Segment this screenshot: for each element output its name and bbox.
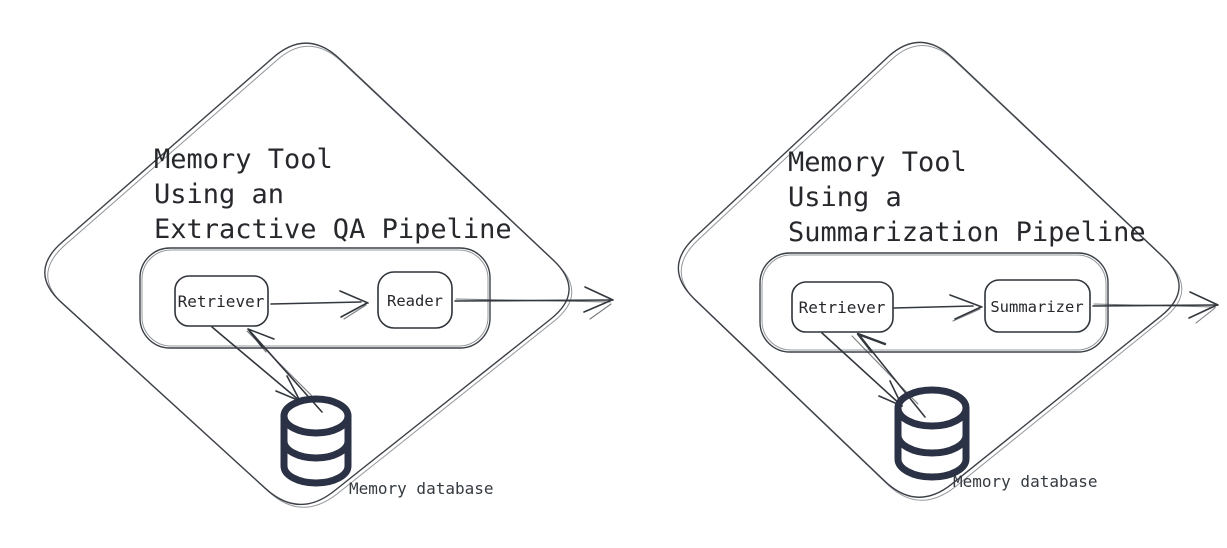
pipeline-output-arrow <box>1092 291 1219 324</box>
pipeline-container-sketch <box>141 249 489 347</box>
diagram-title-line-3: Extractive QA Pipeline <box>154 214 512 245</box>
retriever-node <box>791 281 894 333</box>
pipeline-container <box>139 247 491 349</box>
retriever-node-label: Retriever <box>178 292 265 311</box>
database-icon <box>280 395 352 487</box>
database-icon <box>894 386 970 481</box>
retriever-node <box>174 275 269 327</box>
retriever-node-label: Retriever <box>799 298 886 317</box>
pipeline-container <box>759 252 1109 353</box>
memory-db-arrows <box>821 332 926 418</box>
diamond-outline <box>44 42 570 506</box>
summarization-diagram: Memory Tool Using a Summarization Pipeli… <box>677 41 1219 501</box>
summarizer-node <box>984 279 1091 333</box>
extractive-qa-diagram: Memory Tool Using an Extractive QA Pipel… <box>44 42 614 508</box>
diagram-title-line-1: Memory Tool <box>788 147 967 178</box>
arrow-retriever-to-summarizer <box>893 294 983 322</box>
summarizer-node-label: Summarizer <box>990 298 1083 316</box>
pipeline-container-sketch <box>761 254 1107 351</box>
reader-node-label: Reader <box>387 292 443 310</box>
diagram-title-line-2: Using a <box>788 182 902 213</box>
diamond-outline-sketch <box>680 45 1183 501</box>
database-label: Memory database <box>953 472 1098 491</box>
diamond-outline-sketch <box>47 45 573 508</box>
reader-node <box>377 271 453 329</box>
pipeline-output-arrow <box>454 286 614 320</box>
database-label: Memory database <box>349 479 494 498</box>
diamond-outline <box>677 41 1180 498</box>
diagram-title-line-3: Summarization Pipeline <box>788 217 1146 248</box>
memory-db-arrows <box>211 326 323 413</box>
diagram-title-line-2: Using an <box>154 179 284 210</box>
arrow-retriever-to-reader <box>270 290 369 320</box>
diagram-title-line-1: Memory Tool <box>154 144 333 175</box>
